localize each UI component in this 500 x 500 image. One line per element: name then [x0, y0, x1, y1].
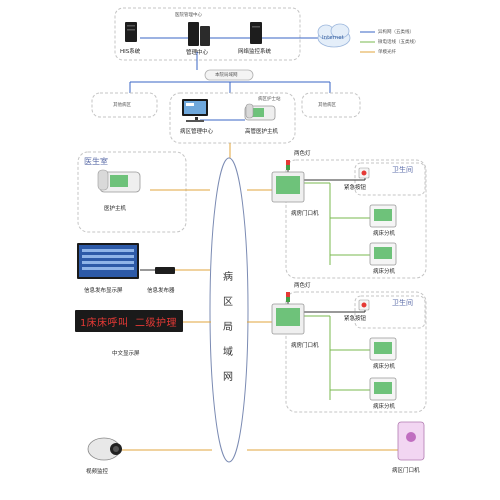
internet-label: Internet	[322, 35, 344, 41]
doctor-host-icon	[97, 169, 141, 193]
nurse-host-label: 高管医护主机	[245, 129, 279, 135]
nurse-station-box	[169, 92, 296, 144]
bed-unit-2a-icon	[369, 337, 397, 361]
nurse-station-title: 病区护士站	[258, 97, 281, 102]
ward-door-unit-icon	[397, 421, 425, 461]
camera-caption: 视频监控	[86, 469, 109, 475]
info-screen-label: 信息发布显示屏	[84, 288, 123, 294]
legend-label-3: 单模光纤	[378, 50, 396, 55]
ward-mgmt-label: 病区管理中心	[180, 129, 214, 135]
two-color-lamp-1-icon	[286, 160, 290, 170]
bed-1a-label: 病床分机	[373, 231, 396, 237]
bed-2a-label: 病床分机	[373, 364, 396, 370]
publisher-icon	[155, 267, 175, 274]
emergency-button-1-icon	[358, 167, 370, 179]
ward-door-label: 病区门口机	[392, 468, 420, 474]
network-label-3: 局	[223, 322, 233, 333]
other-ward-right: 其他病区	[318, 103, 336, 108]
door-unit-1-icon	[271, 171, 305, 203]
mgmt-server-icon	[188, 22, 210, 46]
camera-icon	[87, 437, 122, 461]
nurse-host-icon	[244, 103, 276, 121]
emergency-1-label: 紧急按钮	[344, 185, 367, 191]
doctor-room-title: 医生室	[84, 157, 108, 166]
doctor-room-box	[77, 151, 187, 233]
network-label-4: 域	[223, 347, 233, 358]
other-ward-right-box	[301, 92, 361, 118]
lan-label: 本院局域网	[215, 73, 238, 78]
network-label-5: 网	[223, 372, 233, 383]
two-color-lamp-2-icon	[286, 292, 290, 302]
doctor-host-label: 医护主机	[104, 206, 127, 212]
door-unit-1-label: 病房门口机	[291, 211, 319, 217]
bed-2b-label: 病床分机	[373, 404, 396, 410]
ward-mgmt-pc-icon	[182, 99, 208, 122]
led-caption: 中文显示屏	[112, 351, 140, 357]
ward-room-1-box	[285, 159, 427, 279]
bed-unit-1a-icon	[369, 204, 397, 228]
bed-unit-2b-icon	[369, 377, 397, 401]
ward-room-2-box	[285, 291, 427, 413]
emergency-2-label: 紧急按钮	[344, 316, 367, 322]
led-board-icon	[75, 310, 183, 332]
door-unit-2-icon	[271, 303, 305, 335]
his-label: HIS系统	[120, 49, 141, 55]
legend-label-1: 异构网（五类线）	[378, 30, 414, 35]
ward-network-ellipse	[209, 157, 249, 463]
lan-switch-icon	[204, 69, 254, 81]
other-ward-left: 其他病区	[113, 103, 131, 108]
mgmt-center-label: 管理中心	[186, 50, 209, 56]
info-screen-icon	[77, 243, 139, 279]
network-label-2: 区	[223, 297, 233, 308]
publisher-label: 信息发布器	[147, 288, 175, 294]
lamp-1-label: 两色灯	[294, 151, 311, 157]
surveillance-label: 网络监控系统	[238, 49, 272, 55]
door-unit-2-label: 病房门口机	[291, 343, 319, 349]
led-text: 1床床呼叫 二级护理	[80, 318, 178, 329]
other-ward-left-box	[91, 92, 158, 118]
bathroom-2-box	[354, 295, 426, 329]
cloud-icon	[317, 23, 351, 48]
bathroom-1-box	[354, 162, 426, 196]
network-label-1: 病	[223, 272, 233, 283]
bathroom-2-label: 卫生间	[392, 299, 413, 307]
bathroom-1-label: 卫生间	[392, 166, 413, 174]
emergency-button-2-icon	[358, 299, 370, 311]
hospital-center-title: 医院管理中心	[175, 13, 202, 18]
surveillance-server-icon	[250, 22, 262, 44]
bed-1b-label: 病床分机	[373, 269, 396, 275]
bed-unit-1b-icon	[369, 242, 397, 266]
his-server-icon	[125, 22, 137, 42]
legend-label-2: 微电话线（五类线）	[378, 40, 419, 45]
lamp-2-label: 两色灯	[294, 283, 311, 289]
